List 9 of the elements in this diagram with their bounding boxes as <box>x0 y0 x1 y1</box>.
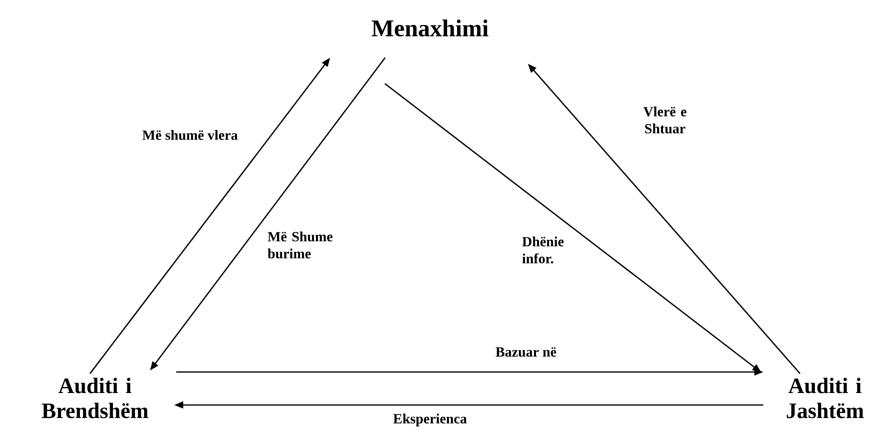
edge-label: Eksperienca <box>393 414 467 426</box>
edge-label: Më shumë vlera <box>142 130 238 140</box>
edge-label: Më Shume burime <box>268 232 332 258</box>
edge-label: Bazuar në <box>496 347 556 357</box>
edge-label: Vlerë e Shtuar <box>643 106 686 134</box>
node-label: Auditi i Brendshëm <box>42 378 148 418</box>
edge-label: Dhënie infor. <box>522 236 564 264</box>
node-label: Auditi i Jashtëm <box>786 378 864 418</box>
node-label: Menaxhimi <box>372 20 488 36</box>
